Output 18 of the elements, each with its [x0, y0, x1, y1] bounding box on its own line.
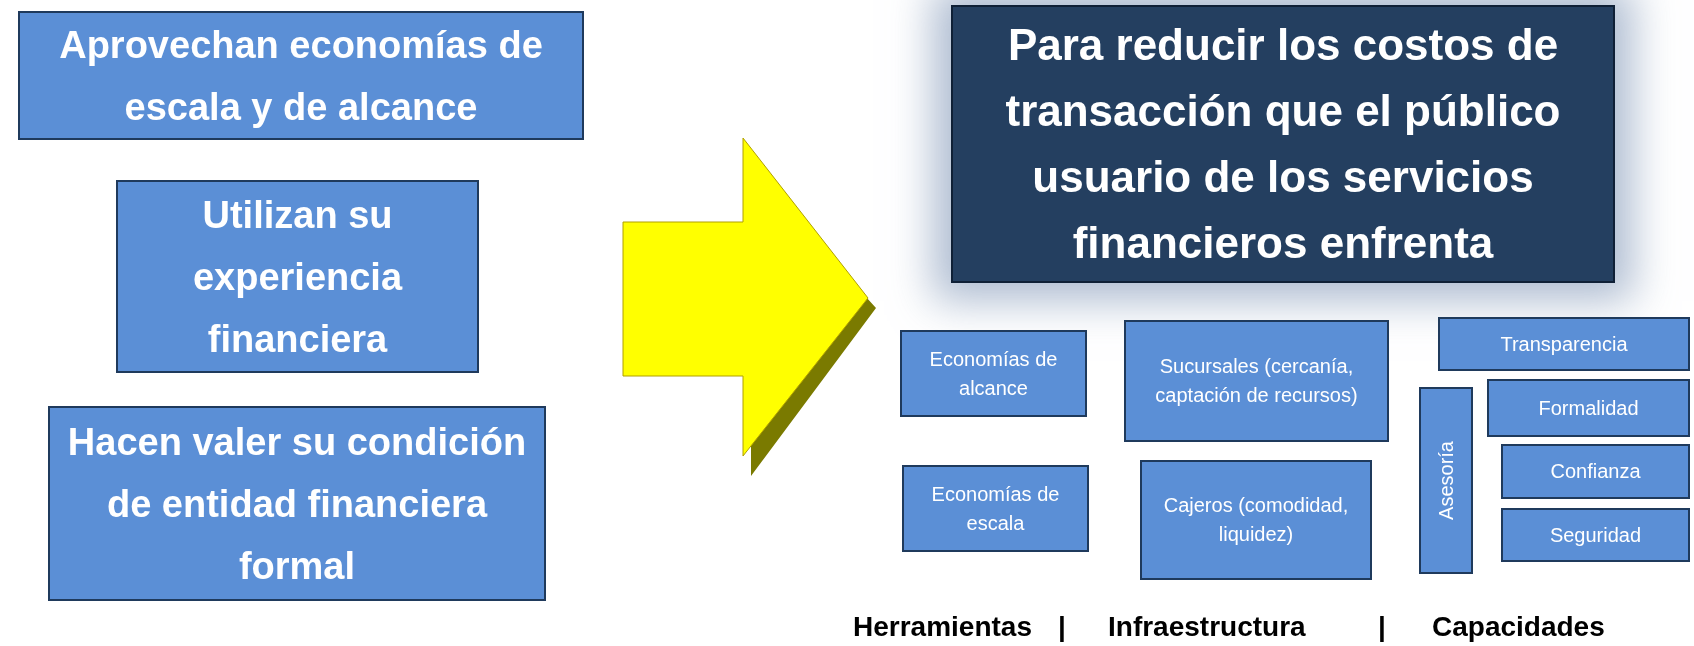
category-label: Infraestructura [1108, 610, 1306, 644]
text-box: Hacen valer su condición de entidad financiera formal [48, 406, 546, 601]
text-box: Economías de escala [902, 465, 1089, 552]
text-box: Economías de alcance [900, 330, 1087, 417]
category-label: Capacidades [1432, 610, 1605, 644]
text-box: Seguridad [1501, 508, 1690, 562]
text-box: Aprovechan economías de escala y de alcance [18, 11, 584, 140]
category-label: Herramientas [853, 610, 1032, 644]
heading-box: Para reducir los costos de transacción que el público usuario de los servicios financieros enfrenta [951, 5, 1615, 283]
text-box: Utilizan su experiencia financiera [116, 180, 479, 373]
text-box: Confianza [1501, 444, 1690, 499]
text-box: Sucursales (cercanía, captación de recursos) [1124, 320, 1389, 442]
text-box: Asesoría [1419, 387, 1473, 574]
text-box: Transparencia [1438, 317, 1690, 371]
category-label: | [1378, 610, 1386, 644]
category-label: | [1058, 610, 1066, 644]
text-box: Cajeros (comodidad, liquidez) [1140, 460, 1372, 580]
text-box: Formalidad [1487, 379, 1690, 437]
